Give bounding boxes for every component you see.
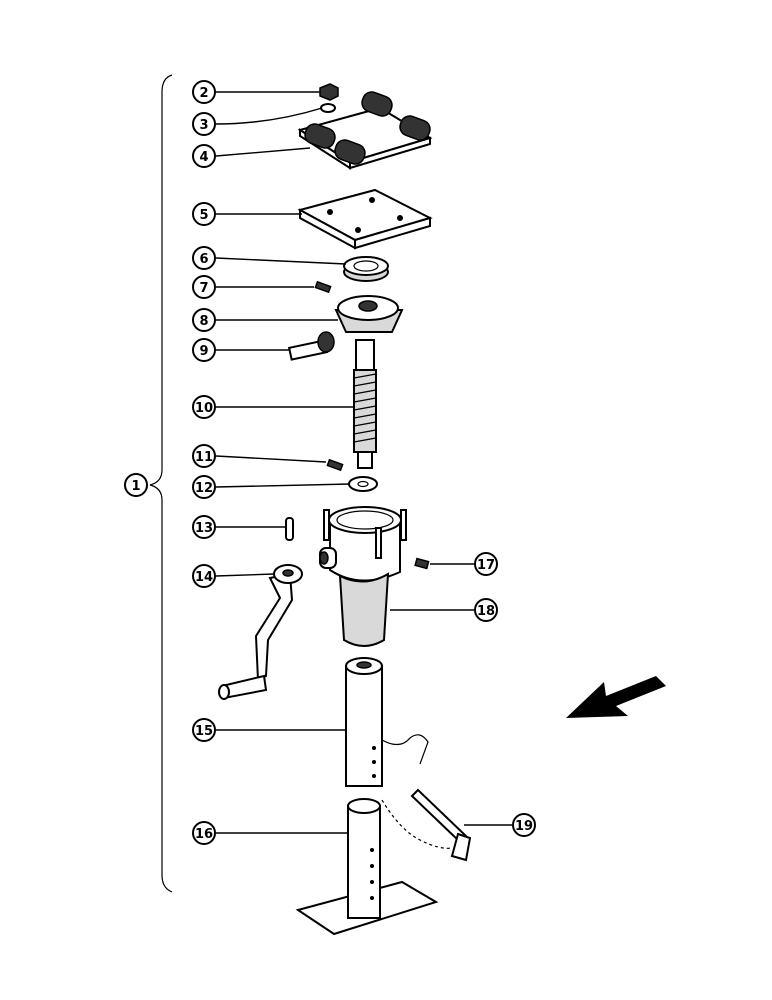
part-grease-fitting — [414, 557, 430, 570]
leader-lines — [215, 91, 512, 834]
part-pinion-shaft — [287, 331, 335, 361]
svg-text:19: 19 — [515, 819, 533, 834]
callout-14: 14 — [192, 564, 216, 588]
callout-2: 2 — [192, 80, 216, 104]
svg-text:3: 3 — [199, 118, 208, 133]
svg-text:7: 7 — [199, 281, 208, 296]
svg-text:12: 12 — [195, 481, 213, 496]
svg-text:14: 14 — [195, 570, 213, 585]
callout-6: 6 — [192, 246, 216, 270]
svg-text:1: 1 — [131, 479, 140, 494]
part-bearing — [343, 256, 389, 282]
svg-text:9: 9 — [199, 344, 208, 359]
assembly-bracket — [149, 74, 173, 893]
svg-text:16: 16 — [195, 827, 213, 842]
part-thrust-washer — [348, 476, 378, 492]
svg-text:15: 15 — [195, 724, 213, 739]
callout-19: 19 — [512, 813, 536, 837]
callout-18: 18 — [474, 598, 498, 622]
callout-16: 16 — [192, 821, 216, 845]
svg-text:6: 6 — [199, 252, 208, 267]
svg-text:8: 8 — [199, 314, 208, 329]
callout-1: 1 — [124, 473, 148, 497]
svg-text:10: 10 — [195, 401, 213, 416]
callout-5: 5 — [192, 202, 216, 226]
callout-17: 17 — [474, 552, 498, 576]
callout-9: 9 — [192, 338, 216, 362]
part-bevel-gear — [334, 295, 404, 333]
arrow-icon — [566, 676, 666, 718]
part-nut — [319, 83, 339, 101]
callout-3: 3 — [192, 112, 216, 136]
callout-7: 7 — [192, 275, 216, 299]
part-locking-pin — [381, 788, 472, 862]
callout-8: 8 — [192, 308, 216, 332]
part-crank-handle — [218, 564, 303, 700]
part-foot-tube — [295, 798, 439, 936]
part-key — [314, 280, 332, 294]
part-lead-screw — [353, 339, 377, 469]
svg-text:17: 17 — [477, 558, 495, 573]
callout-12: 12 — [192, 475, 216, 499]
svg-text:4: 4 — [199, 150, 208, 165]
callout-10: 10 — [192, 395, 216, 419]
part-inner-tube — [345, 657, 429, 787]
svg-text:5: 5 — [199, 208, 208, 223]
callout-13: 13 — [192, 515, 216, 539]
part-jack-housing — [319, 506, 407, 647]
svg-text:13: 13 — [195, 521, 213, 536]
callout-4: 4 — [192, 144, 216, 168]
svg-text:11: 11 — [195, 450, 213, 465]
part-roller-bracket — [297, 91, 433, 170]
part-pin-small — [326, 458, 344, 472]
svg-text:18: 18 — [477, 604, 495, 619]
svg-text:2: 2 — [199, 86, 208, 101]
callout-15: 15 — [192, 718, 216, 742]
part-washer — [320, 103, 336, 113]
part-mounting-plate — [297, 188, 433, 250]
part-roll-pin — [285, 517, 294, 541]
callout-11: 11 — [192, 444, 216, 468]
